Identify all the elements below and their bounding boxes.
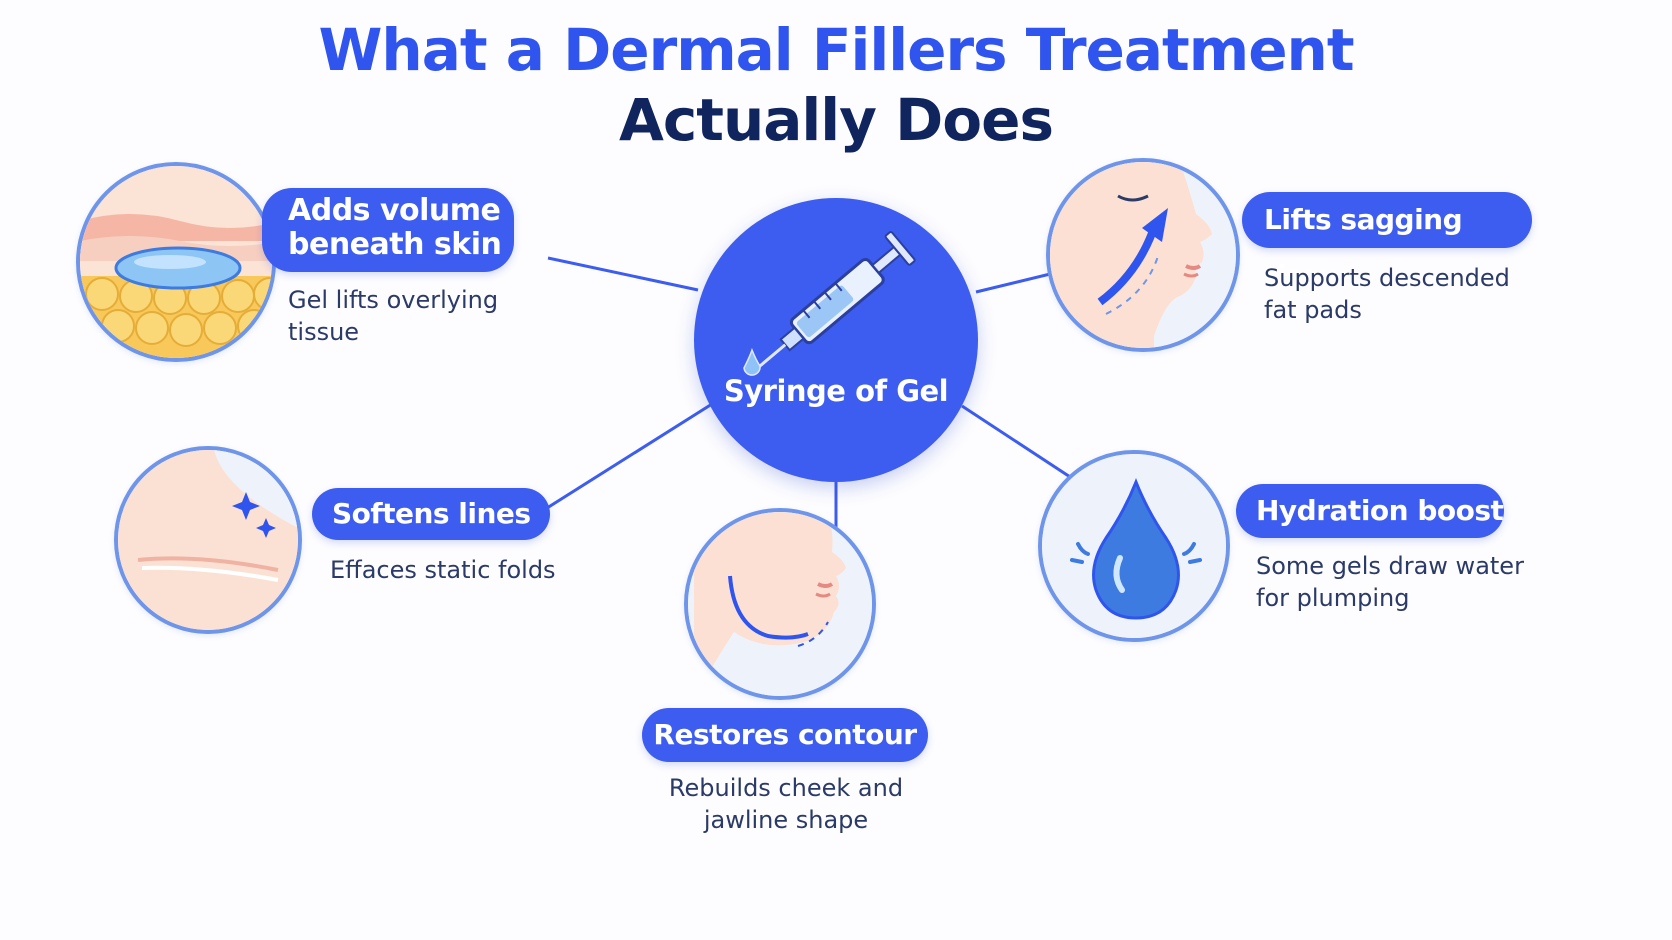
volume-title-pill: Adds volume beneath skin [262,188,514,272]
volume-title-line-2: beneath skin [288,227,502,262]
contour-desc-line-1: Rebuilds cheek and [668,774,904,802]
hydration-illustration [1038,450,1230,642]
lift-desc-line-2: fat pads [1264,296,1362,324]
soften-title-pill: Softens lines [312,488,550,540]
soften-description: Effaces static folds [330,556,556,584]
lift-description: Supports descended fat pads [1264,262,1510,326]
connector-volume [547,256,699,292]
hydration-desc-line-2: for plumping [1256,584,1410,612]
syringe-icon [743,231,916,376]
hydration-description: Some gels draw water for plumping [1256,550,1524,614]
contour-illustration [684,508,876,700]
hydration-title-pill: Hydration boost [1236,484,1504,538]
connector-soften [527,402,713,522]
contour-title-pill: Restores contour [642,708,928,762]
volume-description: Gel lifts overlying tissue [288,284,498,348]
skin-fold-sparkle-icon [118,450,298,630]
skin-layers-gel-icon [80,166,272,358]
volume-title-line-1: Adds volume [288,193,501,228]
jawline-contour-icon [688,512,872,696]
contour-desc-line-2: jawline shape [703,806,869,834]
title-line-2: Actually Does [618,86,1054,154]
hub-circle: Syringe of Gel [694,198,978,482]
volume-illustration [76,162,276,362]
hub-label: Syringe of Gel [723,374,949,408]
volume-desc-line-1: Gel lifts overlying [288,286,499,314]
lift-illustration [1046,158,1240,352]
contour-description: Rebuilds cheek and jawline shape [636,772,936,836]
lift-title-pill: Lifts sagging tissue [1242,192,1532,292]
water-drop-icon [1042,454,1226,638]
volume-desc-line-2: tissue [288,318,360,346]
face-lift-arrow-icon [1050,162,1236,348]
soften-illustration [114,446,302,634]
lift-desc-line-1: Supports descended [1264,264,1510,292]
hydration-desc-line-1: Some gels draw water [1256,552,1524,580]
title-line-1: What a Dermal Fillers Treatment [318,16,1354,84]
